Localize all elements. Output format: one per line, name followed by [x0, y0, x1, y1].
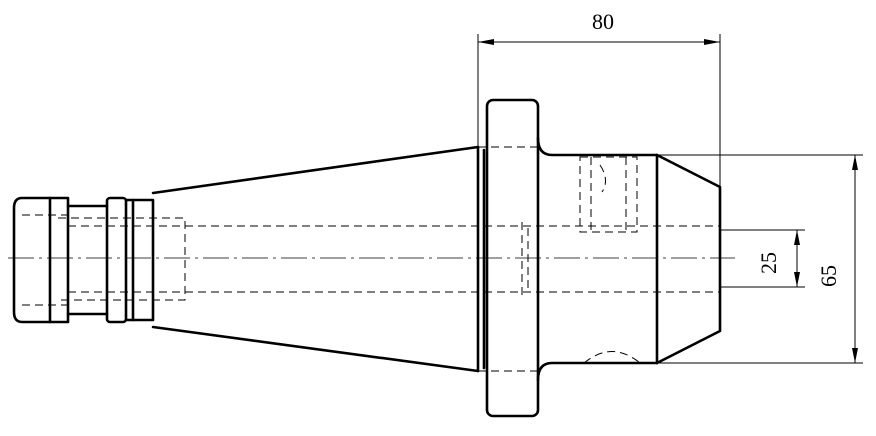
dimension-bore: 25: [720, 229, 805, 288]
holder-body: [536, 136, 722, 382]
retention-knob: [12, 196, 155, 324]
dimension-length: 80: [477, 9, 721, 187]
dimension-outer: 65: [657, 154, 863, 364]
dimension-bore-label: 25: [756, 252, 781, 274]
dimension-outer-label: 65: [816, 265, 841, 287]
hidden-features: [22, 146, 720, 372]
dimension-length-label: 80: [592, 9, 614, 34]
taper-shank: [151, 145, 486, 373]
